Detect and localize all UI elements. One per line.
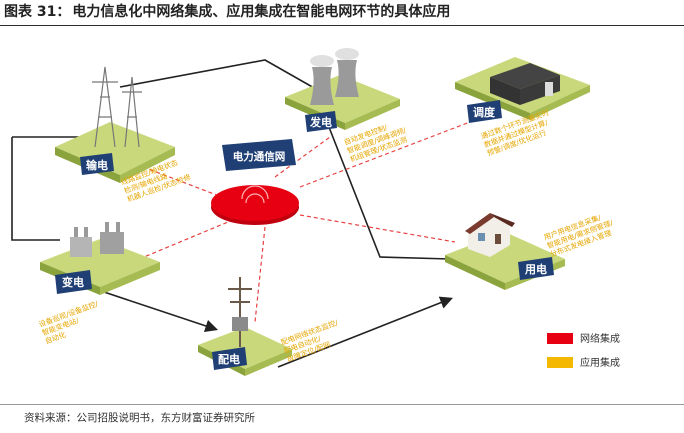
source-note: 资料来源：公司招股说明书，东方财富证券研究所 <box>24 412 255 424</box>
legend-label-network: 网络集成 <box>580 332 620 345</box>
generation-label: 发电 <box>309 115 332 129</box>
transmission-label: 输电 <box>86 158 108 172</box>
figure-title-text: 电力信息化中网络集成、应用集成在智能电网环节的具体应用 <box>72 4 451 20</box>
transmission-tower-icon <box>92 66 142 148</box>
dispatch-label: 调度 <box>473 105 496 119</box>
distribution-apps: 配电网络状态监控/ 配电自动化/ 故障定位/配网 <box>280 317 348 364</box>
consumption-apps: 用户用电信息采集/ 智能用电/需求侧管理/ 分布式发电接入管理 <box>543 209 620 259</box>
flow-line-transmission-substation <box>11 137 60 241</box>
communication-network-hub: 电力通信网 <box>211 139 299 225</box>
transformer-icon <box>70 222 124 257</box>
flow-line-transmission-generation <box>119 59 331 98</box>
generation-node: 发电 自动发电控制/ 智能调度/调峰调频/ 机组管理/状态监测 <box>285 48 408 164</box>
flow-line-substation-distribution <box>94 288 219 333</box>
house-icon <box>465 213 515 257</box>
net-line-dispatch <box>299 121 471 188</box>
distribution-label: 配电 <box>218 352 240 366</box>
hub-label: 电力通信网 <box>233 150 286 163</box>
utility-pole-icon <box>228 277 252 347</box>
figure-title: 图表 31：电力信息化中网络集成、应用集成在智能电网环节的具体应用 <box>0 0 684 26</box>
net-line-generation <box>274 136 331 178</box>
net-line-distribution <box>254 226 266 323</box>
flow-line-distribution-consumption <box>277 296 453 368</box>
wifi-icon <box>241 185 269 204</box>
legend-label-application: 应用集成 <box>580 356 620 369</box>
legend-swatch-network <box>547 333 573 344</box>
substation-label: 变电 <box>62 275 84 289</box>
dispatch-node: 调度 通过数个环节测量实时 数据并通过模型计算/ 预警/调度/优化运行 <box>455 57 590 158</box>
legend-swatch-application <box>547 357 573 368</box>
consumption-label: 用电 <box>525 262 547 276</box>
figure-label: 图表 31： <box>4 4 71 20</box>
net-line-consumption <box>299 214 456 243</box>
substation-apps: 设备巡视/设备监控/ 智能变电站/ 自动化 <box>38 298 108 345</box>
power-flow-lines <box>11 59 453 368</box>
footer-divider <box>0 404 684 405</box>
flow-line-generation-consumption <box>324 116 451 260</box>
consumption-node: 用电 用户用电信息采集/ 智能用电/需求侧管理/ 分布式发电接入管理 <box>445 209 620 290</box>
legend: 网络集成 应用集成 <box>547 332 620 369</box>
transmission-node: 输电 线路监控/输电状态 检测/输电线路 机器人巡检/状态检修 <box>55 66 192 204</box>
control-center-icon <box>490 63 560 105</box>
smart-grid-diagram: 电力通信网 输电 线路监控/输电状态 检测/输电线路 机器人巡检/状态检修 发电 <box>11 48 620 376</box>
distribution-node: 配电 配电网络状态监控/ 配电自动化/ 故障定位/配网 <box>198 277 348 376</box>
cooling-tower-icon <box>310 48 359 105</box>
